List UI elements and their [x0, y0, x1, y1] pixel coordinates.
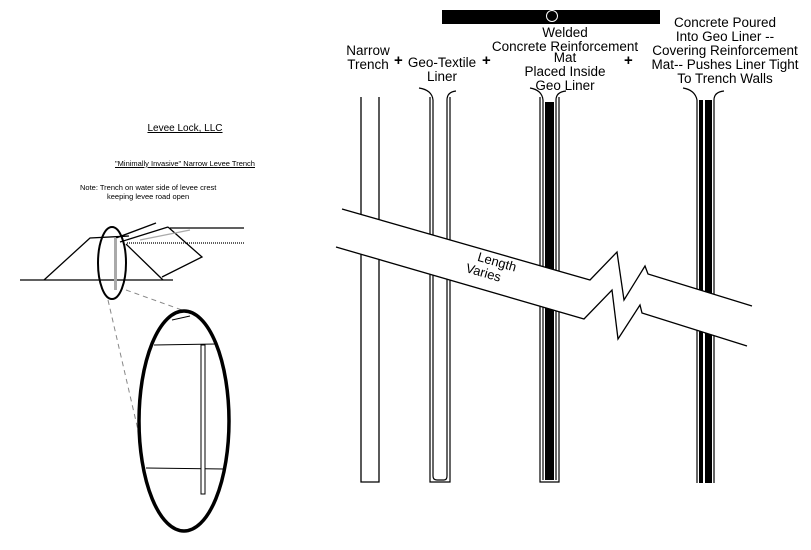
- label-line: Geo-Textile: [407, 55, 477, 70]
- label-line: Concrete Poured: [673, 15, 777, 30]
- plus-sign-2: +: [482, 52, 491, 69]
- callout-leader-right: [125, 289, 197, 316]
- step-label-reinforcement-mat: Welded Concrete Reinforcement Mat Placed…: [490, 26, 640, 93]
- label-line: Geo Liner: [535, 78, 595, 93]
- company-title: Levee Lock, LLC: [147, 123, 223, 134]
- label-line: Concrete Reinforcement: [491, 39, 639, 54]
- column-narrow-trench: [360, 97, 380, 483]
- note-line-2: keeping levee road open: [107, 192, 190, 201]
- note-line-1: Note: Trench on water side of levee cres…: [80, 183, 217, 192]
- column-concrete-poured: [682, 87, 725, 483]
- note: Note: Trench on water side of levee cres…: [80, 183, 216, 201]
- label-line: Narrow: [346, 43, 390, 58]
- zoomed-trench: [145, 315, 225, 495]
- label-line: Mat: [553, 50, 577, 65]
- label-line: To Trench Walls: [677, 71, 773, 86]
- plus-sign-1: +: [394, 52, 403, 69]
- zoom-callout-small: [97, 226, 127, 300]
- step-label-geo-textile-liner: Geo-Textile Liner: [405, 56, 479, 84]
- label-line: Trench: [347, 57, 389, 72]
- label-line: Into Geo Liner --: [675, 29, 775, 44]
- callout-leader-left: [107, 299, 139, 431]
- label-line: Placed Inside: [524, 64, 606, 79]
- label-line: Welded: [542, 25, 588, 40]
- diagram-subtitle: "Minimally Invasive" Narrow Levee Trench: [115, 159, 255, 168]
- label-line: Mat-- Pushes Liner Tight: [651, 57, 799, 72]
- label-line: Liner: [426, 69, 458, 84]
- length-varies-band: [335, 208, 753, 347]
- circle-icon: [546, 10, 558, 22]
- trench-small: [114, 238, 117, 290]
- zoom-callout-large: [137, 309, 231, 533]
- step-label-concrete-poured: Concrete Poured Into Geo Liner -- Coveri…: [645, 16, 805, 86]
- plus-sign-3: +: [624, 52, 633, 69]
- column-geo-textile-liner: [418, 87, 457, 483]
- step-label-narrow-trench: Narrow Trench: [343, 44, 393, 72]
- levee-cross-section: [20, 222, 244, 290]
- label-line: Covering Reinforcement: [652, 43, 798, 58]
